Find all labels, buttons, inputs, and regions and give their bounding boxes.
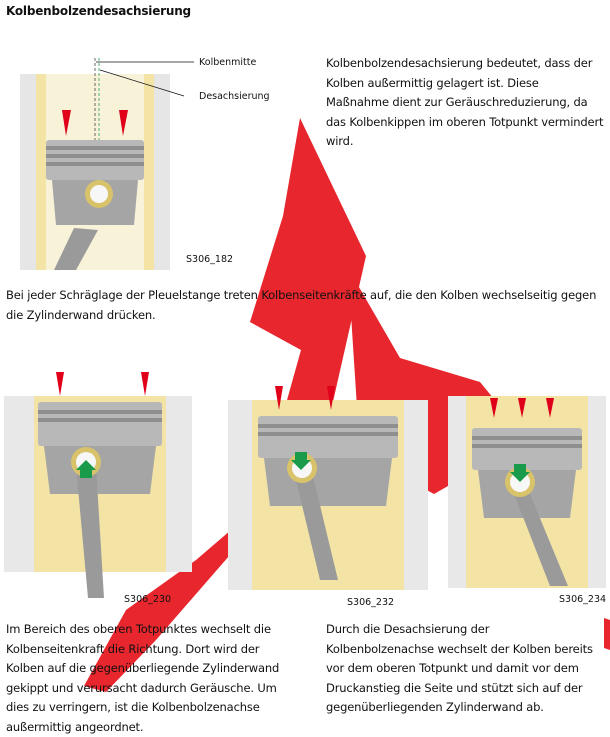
figure-caption: S306_234 [559,594,607,605]
force-arrow-icon [275,386,283,410]
piston-tdc-illustration [228,386,428,590]
figure-caption: S306_182 [186,254,234,265]
force-arrow-green-icon [291,452,311,470]
force-arrow-green-icon [510,464,530,482]
label-offset: Desachsierung [199,91,270,102]
force-arrow-icon [546,398,554,418]
force-arrow-icon [62,110,71,136]
piston-rod-tilt-illustration [4,372,192,598]
figure-caption: S306_232 [347,597,395,608]
force-arrow-icon [141,372,149,396]
page-title: Kolbenbolzendesachsierung [6,4,191,18]
intro-paragraph: Kolbenbolzendesachsierung bedeutet, dass… [326,56,604,148]
side-force-paragraph: Bei jeder Schräglage der Pleuelstange tr… [6,288,597,322]
connecting-rod [54,228,98,270]
connecting-rod [294,472,338,580]
figure-caption: S306_230 [124,594,172,605]
connecting-rod [514,494,568,586]
force-arrow-icon [119,110,128,136]
force-arrow-icon [327,386,335,410]
force-arrow-green-icon [76,460,96,478]
force-arrow-icon [56,372,64,396]
piston-pin [90,185,108,203]
label-piston-center: Kolbenmitte [199,57,257,68]
connecting-rod [76,466,104,598]
piston-offset-illustration [20,58,194,270]
force-arrow-icon [490,398,498,418]
offset-effect-paragraph: Durch die Desachsierung der Kolbenbolzen… [326,622,593,714]
piston-offset-change-illustration [448,396,606,588]
force-arrow-icon [518,398,526,418]
tdc-explanation-paragraph: Im Bereich des oberen Totpunktes wechsel… [6,622,280,734]
